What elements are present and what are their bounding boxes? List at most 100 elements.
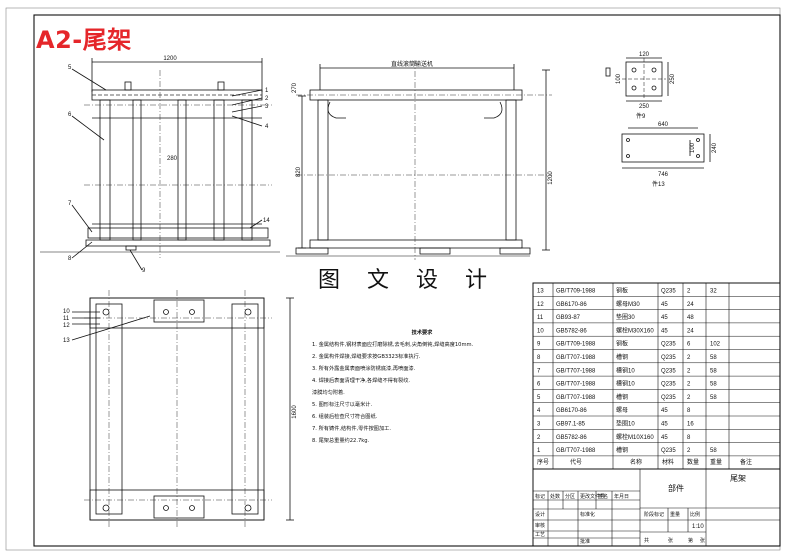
front-view-dim-mid: 280 — [167, 156, 178, 162]
title-block-field: 阶段标记 — [644, 511, 664, 518]
table-cell: Q235 — [661, 448, 676, 454]
header-remark: 备注 — [740, 458, 752, 466]
table-cell: 垫圈30 — [616, 313, 635, 321]
table-cell: 45 — [661, 408, 668, 414]
side-view-dim-top: 270 — [292, 82, 298, 93]
table-cell: 48 — [687, 315, 694, 321]
table-cell: 11 — [537, 315, 544, 321]
table-cell: GB5782-86 — [556, 328, 587, 334]
detail-13-label: 件13 — [652, 180, 665, 188]
title-block-field: 签名 — [598, 493, 608, 500]
detail-13-dim-right: 240 — [712, 142, 718, 153]
table-cell: GB/T707-1988 — [556, 355, 596, 361]
table-cell: 螺栓M10X160 — [616, 433, 654, 441]
table-cell: 58 — [710, 448, 717, 454]
table-cell: 螺栓M30X160 — [616, 326, 654, 334]
side-view-dim-height: 1200 — [548, 171, 554, 185]
table-cell: GB/T707-1988 — [556, 382, 596, 388]
title-block-field: 设计 — [535, 511, 545, 518]
table-cell: 2 — [537, 435, 541, 441]
table-cell: 1 — [537, 448, 541, 454]
table-cell: 8 — [687, 435, 691, 441]
note-item-5: 5. 图形标注尺寸以毫米计. — [312, 402, 373, 408]
table-cell: 钢板 — [616, 340, 628, 348]
callout-6: 6 — [68, 112, 72, 118]
callout-1: 1 — [265, 88, 269, 94]
title-block-field: 更改文件号 — [580, 493, 605, 500]
callout-5: 5 — [68, 65, 72, 71]
title-block — [532, 468, 781, 547]
table-cell: 24 — [687, 302, 694, 308]
callout-12: 12 — [63, 323, 70, 329]
notes-title: 技术要求 — [411, 330, 433, 336]
note-item-1: 1. 金属结构件,钢材表面应打磨除锈,去毛刺,尖角倒钝,焊缝高度10mm. — [312, 342, 474, 348]
note-item-2: 2. 金属构件焊接,焊缝要求按GB3323标准执行. — [312, 354, 421, 360]
table-cell: 7 — [537, 368, 541, 374]
detail-13 — [621, 127, 711, 169]
table-cell: 槽钢10 — [616, 380, 635, 388]
drawing-title: A2-尾架 — [36, 26, 132, 54]
title-block-field: 第 — [688, 537, 693, 544]
detail-13-dim-top: 640 — [658, 122, 669, 128]
title-block-field: 批准 — [580, 538, 590, 545]
title-block-field: 张 — [668, 537, 673, 544]
callout-11: 11 — [63, 316, 70, 322]
callout-10: 10 — [63, 309, 70, 315]
table-cell: GB6170-86 — [556, 408, 587, 414]
title-block-field: 年月日 — [614, 493, 629, 500]
parts-table-header: 序号 代号 名称 材料 数量 重量 备注 — [537, 458, 752, 466]
note-item-8: 8. 尾架总重量约22.7kg. — [312, 438, 370, 444]
table-cell: 13 — [537, 289, 544, 295]
callout-2: 2 — [265, 96, 269, 102]
table-cell: 5 — [537, 395, 541, 401]
title-block-scale: 1:10 — [692, 524, 704, 530]
table-cell: Q235 — [661, 368, 676, 374]
title-block-field: 分区 — [565, 493, 575, 500]
header-code: 代号 — [570, 458, 582, 466]
table-cell: 9 — [537, 342, 541, 348]
table-cell: 3 — [537, 422, 541, 428]
table-cell: GB/T709-1988 — [556, 342, 596, 348]
table-cell: Q235 — [661, 382, 676, 388]
table-cell: 58 — [710, 395, 717, 401]
side-view — [286, 60, 552, 260]
detail-9-label: 件9 — [636, 112, 646, 120]
table-cell: 槽钢 — [616, 446, 628, 454]
title-block-field: 比例 — [690, 511, 700, 518]
table-cell: GB/T707-1988 — [556, 368, 596, 374]
table-cell: GB/T707-1988 — [556, 395, 596, 401]
parts-table-row-lines — [533, 296, 780, 457]
callout-13: 13 — [63, 338, 70, 344]
table-cell: 16 — [687, 422, 694, 428]
technical-notes: 技术要求 1. 金属结构件,钢材表面应打磨除锈,去毛刺,尖角倒钝,焊缝高度10m… — [312, 327, 512, 447]
table-cell: 32 — [710, 289, 717, 295]
title-block-part-name: 尾架 — [730, 474, 746, 483]
table-cell: 2 — [687, 395, 691, 401]
table-cell: 45 — [661, 422, 668, 428]
table-cell: 58 — [710, 382, 717, 388]
callout-4: 4 — [265, 124, 269, 130]
table-cell: 102 — [710, 342, 721, 348]
top-view — [71, 290, 294, 528]
header-no: 序号 — [537, 458, 549, 466]
table-cell: 螺母M30 — [616, 300, 640, 308]
header-qty: 数量 — [687, 458, 699, 466]
table-cell: 4 — [537, 408, 541, 414]
header-weight: 重量 — [710, 458, 722, 466]
title-block-field: 重量 — [670, 511, 680, 518]
table-cell: 24 — [687, 328, 694, 334]
table-cell: 6 — [687, 342, 691, 348]
header-name: 名称 — [630, 458, 642, 466]
table-cell: Q235 — [661, 395, 676, 401]
title-block-field: 标准化 — [580, 511, 595, 518]
callout-8: 8 — [68, 256, 72, 262]
